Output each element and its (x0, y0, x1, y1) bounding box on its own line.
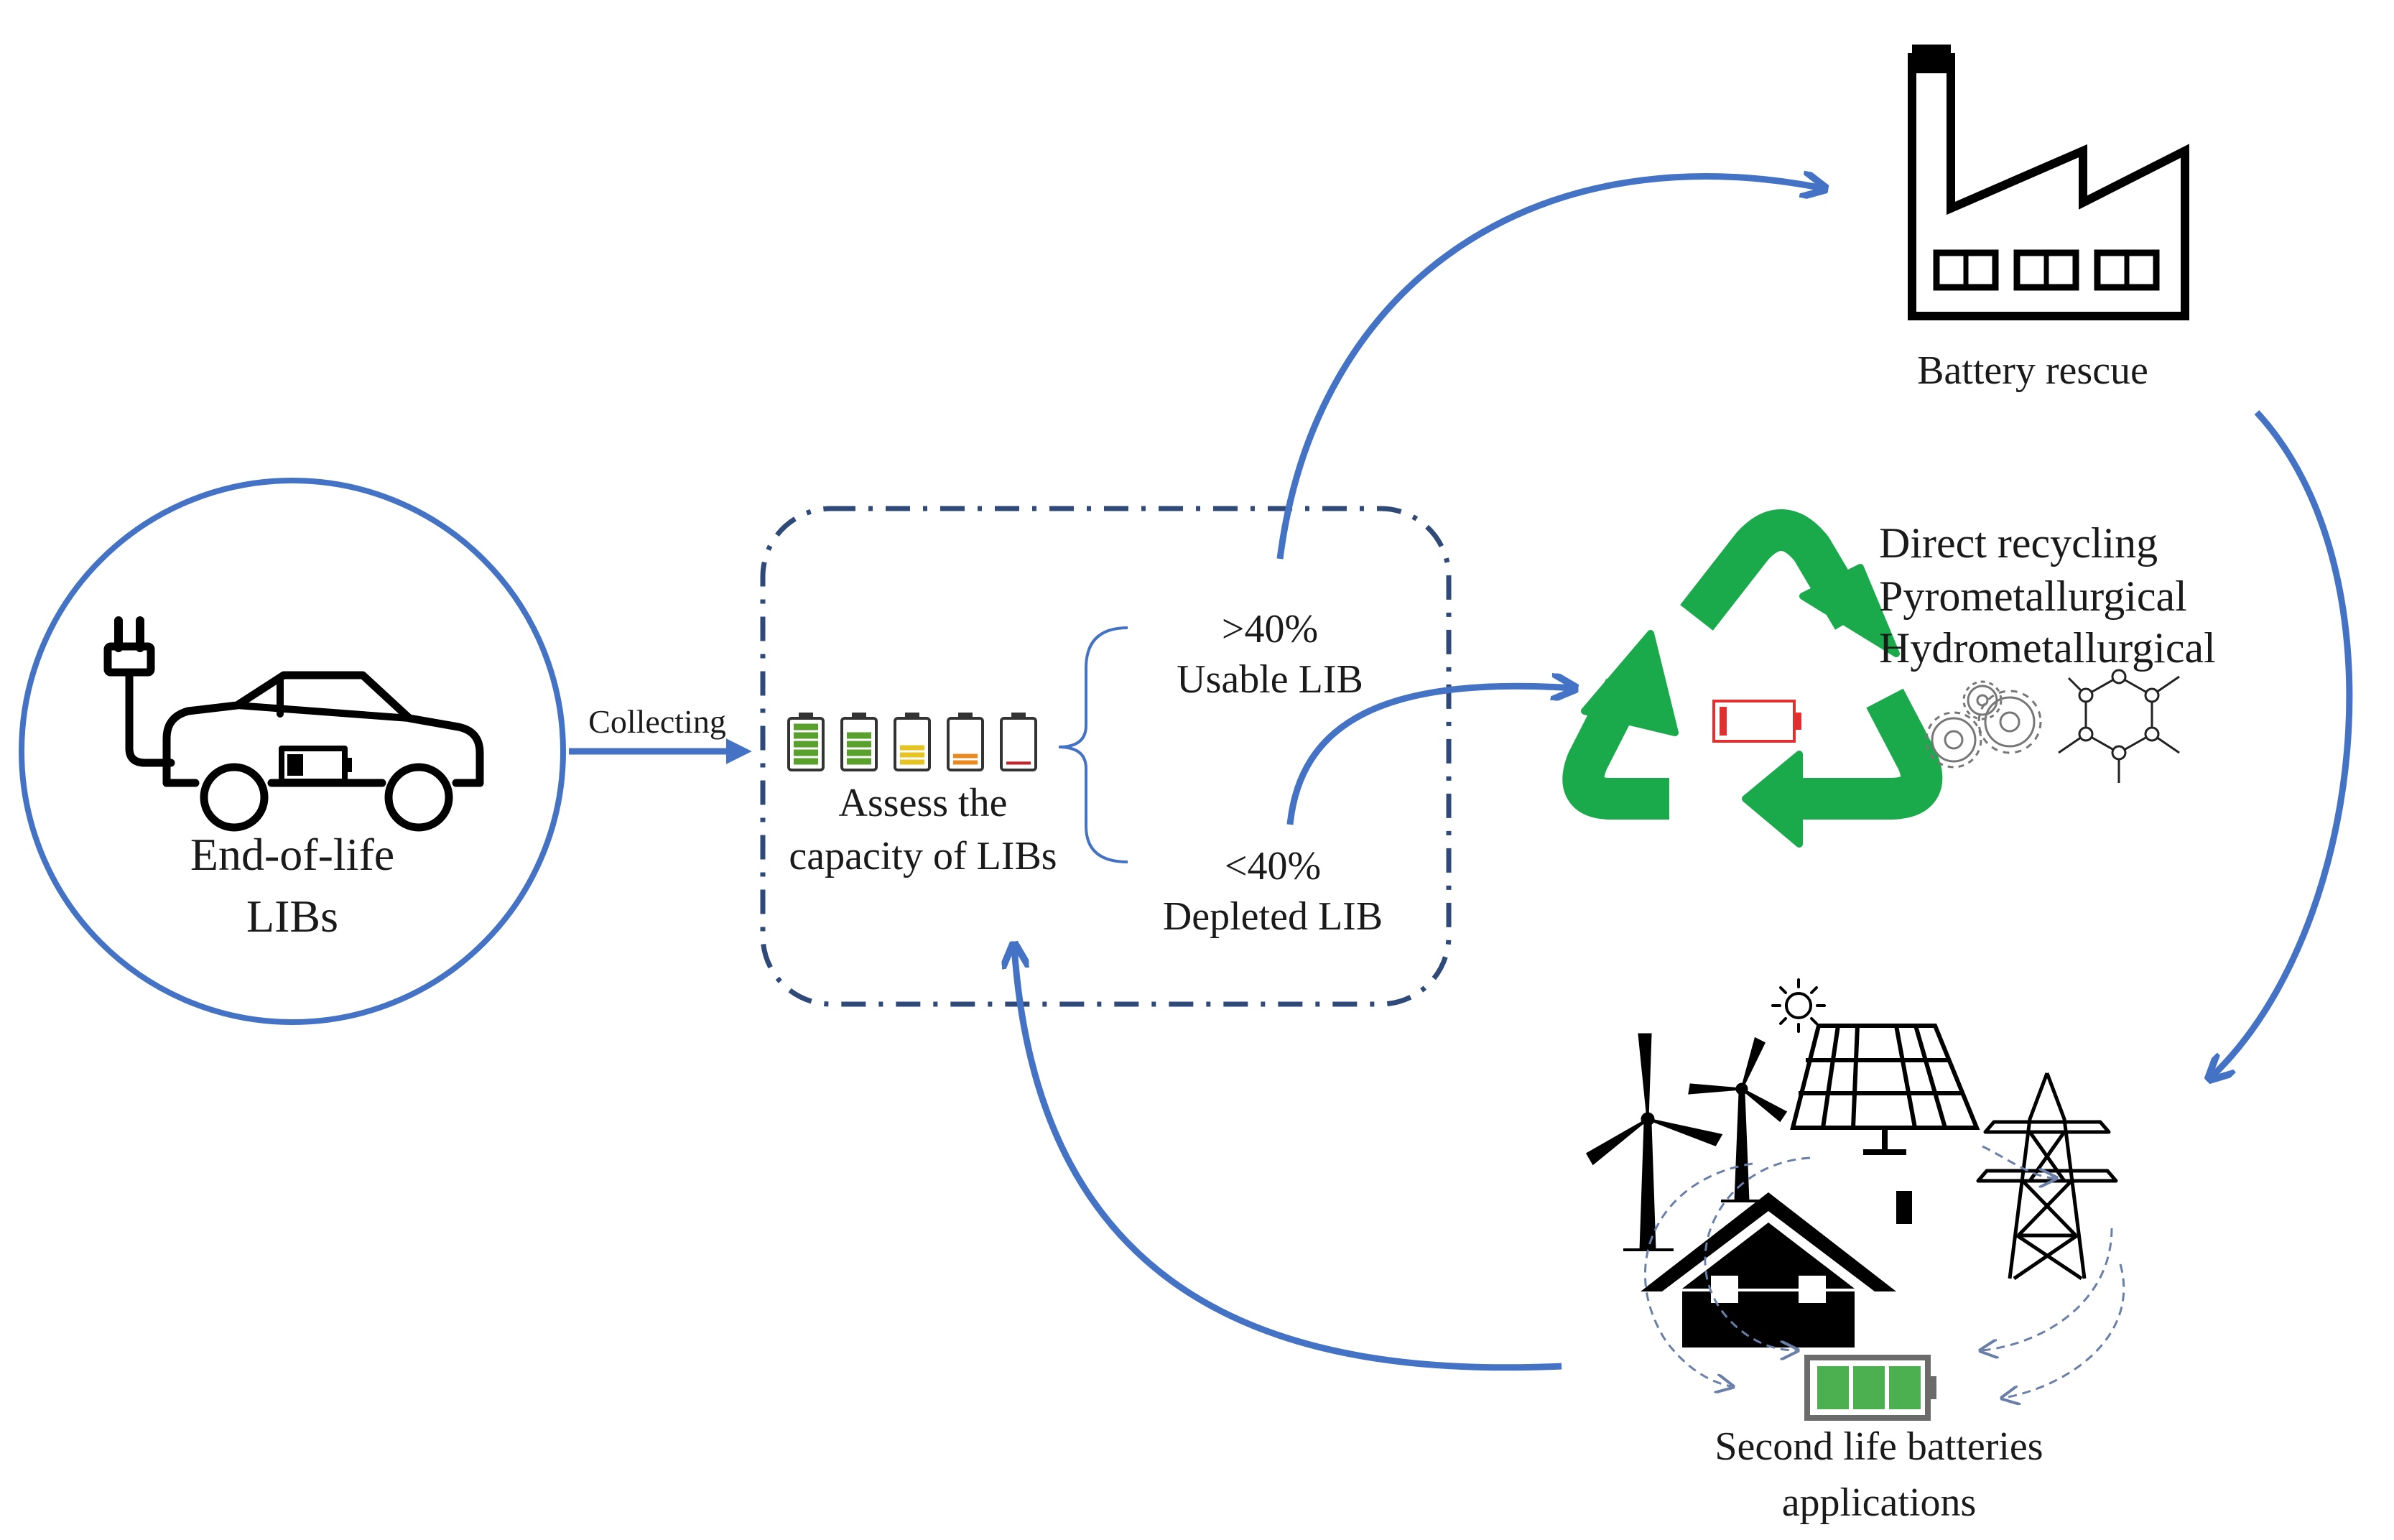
collecting-label: Collecting (588, 703, 726, 740)
battery-cap (852, 713, 866, 718)
assess-label-line2: capacity of LIBs (789, 834, 1057, 878)
depleted-to-recycling-arrow (1286, 686, 1573, 825)
eol-label-line1: End-of-life (190, 829, 395, 880)
usable-percentage: >40% (1221, 607, 1319, 651)
battery-level-4 (947, 713, 984, 771)
battery-level-2 (840, 713, 878, 771)
wind-turbine-icon (1585, 1033, 1788, 1251)
battery-cap (1011, 713, 1026, 718)
battery-fill-bar (794, 723, 818, 730)
battery-fill-bar (794, 741, 818, 748)
battery-fill-bar (953, 753, 978, 759)
battery-fill-bar (900, 759, 924, 765)
usable-label: Usable LIB (1177, 657, 1363, 702)
battery-fill-bar (794, 758, 818, 765)
recycling-method-direct: Direct recycling (1879, 519, 2158, 567)
battery-level-icons (787, 713, 1037, 771)
battery-level-3 (894, 713, 931, 771)
recycling-method-hydro: Hydrometallurgical (1879, 624, 2216, 672)
battery-body (1000, 717, 1037, 771)
battery-fill-bar (847, 749, 871, 756)
battery-cap (799, 713, 813, 718)
battery-fill-bar (847, 758, 871, 765)
gears-icon (1925, 680, 2042, 769)
classification-brace (1058, 626, 1128, 863)
battery-cap (905, 713, 919, 718)
energy-flow-arrows (1643, 1145, 2125, 1398)
full-battery-icon (1804, 1355, 1936, 1421)
eol-label-line2: LIBs (246, 891, 338, 942)
battery-level-1 (787, 713, 825, 771)
battery-fill-bar (847, 732, 871, 739)
battery-rescue-label: Battery rescue (1917, 348, 2148, 393)
battery-level-5 (1000, 713, 1037, 771)
battery-fill-bar (847, 741, 871, 748)
recycling-method-pyro: Pyrometallurgical (1879, 572, 2187, 620)
battery-fill-bar (953, 760, 978, 765)
second-life-label-line1: Second life batteries (1715, 1424, 2043, 1469)
depleted-percentage: <40% (1224, 844, 1322, 889)
second-life-label-line2: applications (1781, 1480, 1977, 1525)
battery-fill-bar (900, 745, 924, 751)
solar-panel-icon (1790, 1024, 1980, 1155)
electric-car-icon (103, 616, 484, 832)
battery-fill-bar (1006, 761, 1031, 765)
sun-icon (1771, 978, 1826, 1033)
house-icon (1641, 1191, 1912, 1348)
battery-fill-bar (794, 732, 818, 739)
second-life-to-assess-arrow (1014, 947, 1562, 1371)
assessment-box (760, 506, 1452, 1007)
depleted-battery-icon (1712, 700, 1801, 743)
rescue-to-second-life-arrow (2211, 409, 2353, 1077)
factory-icon (1908, 45, 2189, 320)
molecule-icon (2058, 669, 2180, 783)
depleted-label: Depleted LIB (1162, 894, 1383, 939)
usable-to-rescue-arrow (1276, 177, 1823, 560)
power-pylon-icon (1976, 1072, 2118, 1281)
eol-node (19, 478, 566, 1025)
battery-fill-bar (900, 752, 924, 758)
assess-label-line1: Assess the (838, 781, 1008, 825)
recycle-icon (1562, 509, 1943, 848)
battery-fill-bar (794, 749, 818, 756)
battery-cap (958, 713, 973, 718)
